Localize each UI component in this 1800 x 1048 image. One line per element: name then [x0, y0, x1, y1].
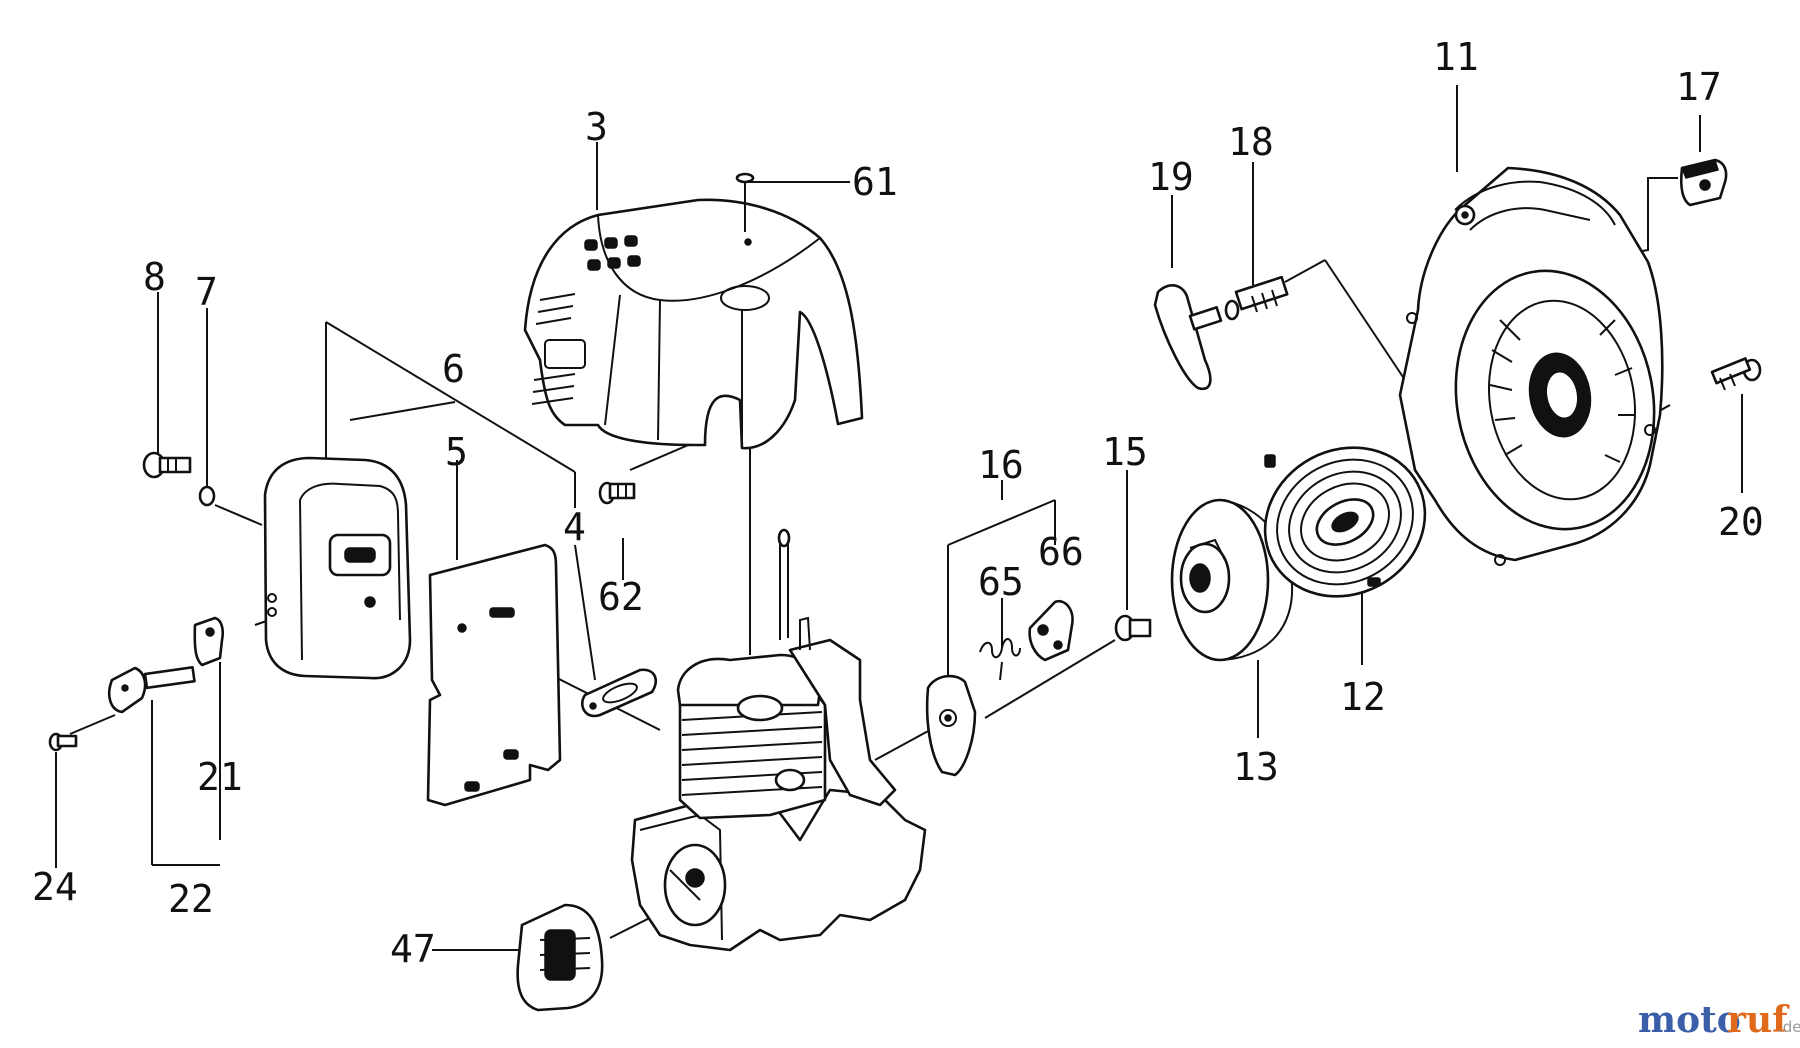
label-47: 47	[390, 927, 436, 971]
starter-bolt-part	[1224, 275, 1289, 321]
muffler-gasket-part	[580, 668, 657, 718]
muffler-bracket-part	[193, 616, 225, 667]
housing-ribs	[1489, 319, 1635, 463]
pawl-spring-part	[979, 638, 1021, 681]
housing-bolt-part	[1710, 357, 1762, 391]
label-11: 11	[1433, 35, 1479, 79]
muffler-stud-part	[108, 666, 196, 714]
cover-bolt-part	[598, 481, 636, 505]
label-62: 62	[598, 575, 644, 619]
label-65: 65	[978, 560, 1024, 604]
label-19: 19	[1148, 155, 1194, 199]
label-13: 13	[1233, 745, 1279, 789]
starter-pulley-part	[1170, 498, 1294, 662]
muffler-part	[263, 456, 412, 680]
intake-spacer-part	[516, 903, 604, 1012]
muffler-bolt-part	[142, 451, 192, 479]
label-21: 21	[197, 755, 243, 799]
svg-text:.de: .de	[1778, 1018, 1800, 1036]
cover-vents	[531, 235, 641, 405]
label-15: 15	[1102, 430, 1148, 474]
label-16: 16	[978, 443, 1024, 487]
svg-text:moto: moto	[1638, 999, 1741, 1041]
label-7: 7	[195, 270, 218, 314]
label-20: 20	[1718, 500, 1764, 544]
label-61: 61	[852, 160, 898, 204]
pulley-bolt-part	[1114, 614, 1152, 642]
label-4: 4	[563, 505, 586, 549]
muffler-washer-part	[198, 485, 216, 507]
engine-cover-part	[523, 198, 864, 450]
label-24: 24	[32, 865, 78, 909]
label-66: 66	[1038, 530, 1084, 574]
ignition-pawl-part	[925, 674, 977, 777]
fan-housing-part	[1398, 166, 1664, 566]
part-labels: 3 61 8 7 6 5 4 62 21 24 22 47 16 65 66 1…	[32, 35, 1764, 971]
label-3: 3	[585, 105, 608, 149]
small-screw-part	[48, 732, 78, 752]
svg-text:ruf: ruf	[1727, 999, 1790, 1041]
label-6: 6	[442, 347, 465, 391]
label-5: 5	[445, 430, 468, 474]
cover-screw-part	[735, 172, 755, 246]
starter-handle-part	[1153, 284, 1223, 391]
label-8: 8	[143, 255, 166, 299]
label-22: 22	[168, 877, 214, 921]
recoil-spring-part	[1263, 446, 1427, 598]
motoruf-watermark-logo: moto ruf .de	[1638, 999, 1800, 1041]
heat-shield-part	[426, 543, 562, 807]
rope-grommet-part	[1679, 158, 1728, 207]
engine-block-part	[630, 528, 927, 952]
pawl-part	[1028, 599, 1074, 662]
label-18: 18	[1228, 120, 1274, 164]
label-17: 17	[1676, 65, 1722, 109]
label-12: 12	[1340, 675, 1386, 719]
